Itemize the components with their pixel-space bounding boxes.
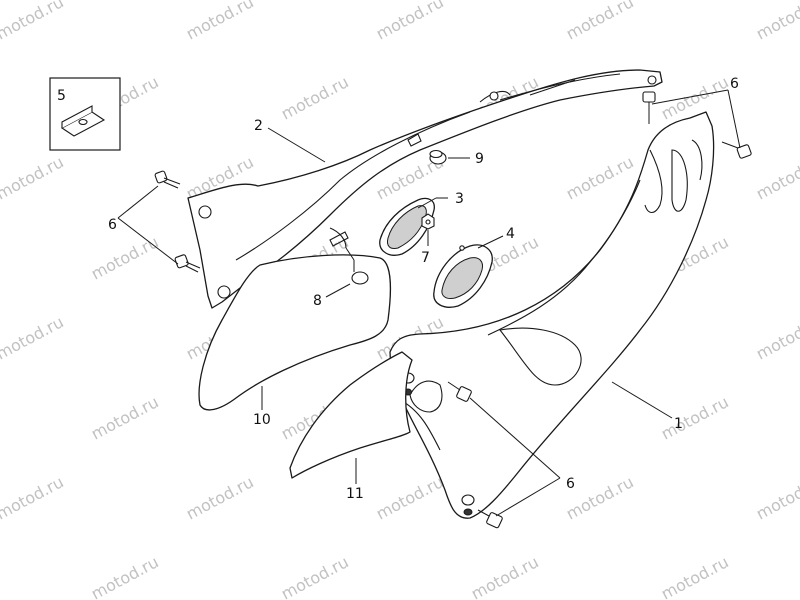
callout-6-top-right: 6	[730, 76, 739, 92]
callout-7: 7	[421, 250, 430, 266]
part-6-screws	[154, 91, 752, 529]
callout-3: 3	[455, 191, 464, 207]
part-11-side-cover-lower	[289, 351, 413, 479]
callout-5: 5	[57, 88, 66, 104]
screw-right	[721, 141, 752, 159]
part-1-rear-side-fairing	[389, 111, 715, 519]
grille-screw-hole	[459, 245, 465, 251]
part-10-side-cover-left	[198, 254, 392, 411]
screw-lower-left	[174, 254, 201, 273]
callout-1: 1	[674, 416, 683, 432]
rail-mount-hole	[198, 205, 212, 219]
part-9-plug	[429, 149, 447, 165]
part-7-nut	[421, 213, 435, 230]
leader-lines	[117, 89, 741, 517]
rail-mount-hole	[647, 75, 657, 85]
rail-mount-hole	[217, 285, 231, 299]
clip-nut-hole	[78, 118, 88, 126]
part-4-side-grille	[433, 244, 493, 308]
part-8-grommet	[329, 227, 369, 285]
part-2-upper-rail	[187, 69, 663, 309]
callout-11: 11	[346, 486, 364, 502]
screw-top-right	[642, 91, 656, 124]
rail-mount-hole	[489, 91, 499, 101]
screw-upper-left	[154, 170, 181, 189]
panel-mount-hole	[461, 494, 475, 506]
screw-bottom	[477, 509, 503, 529]
callout-labels: 5 2 6 6 9 3 4 7 8 10 1 11 6	[57, 76, 739, 502]
part-3-vent-grille	[379, 197, 435, 256]
callout-6-left: 6	[108, 217, 117, 233]
callout-8: 8	[313, 293, 322, 309]
callout-6-bottom: 6	[566, 476, 575, 492]
panel-mount-grommet	[463, 508, 473, 516]
callout-4: 4	[506, 226, 515, 242]
callout-9: 9	[475, 151, 484, 167]
callout-2: 2	[254, 118, 263, 134]
callout-10: 10	[253, 412, 271, 428]
part-5-clip-nut-inset	[49, 77, 121, 151]
screw-center	[447, 381, 472, 402]
